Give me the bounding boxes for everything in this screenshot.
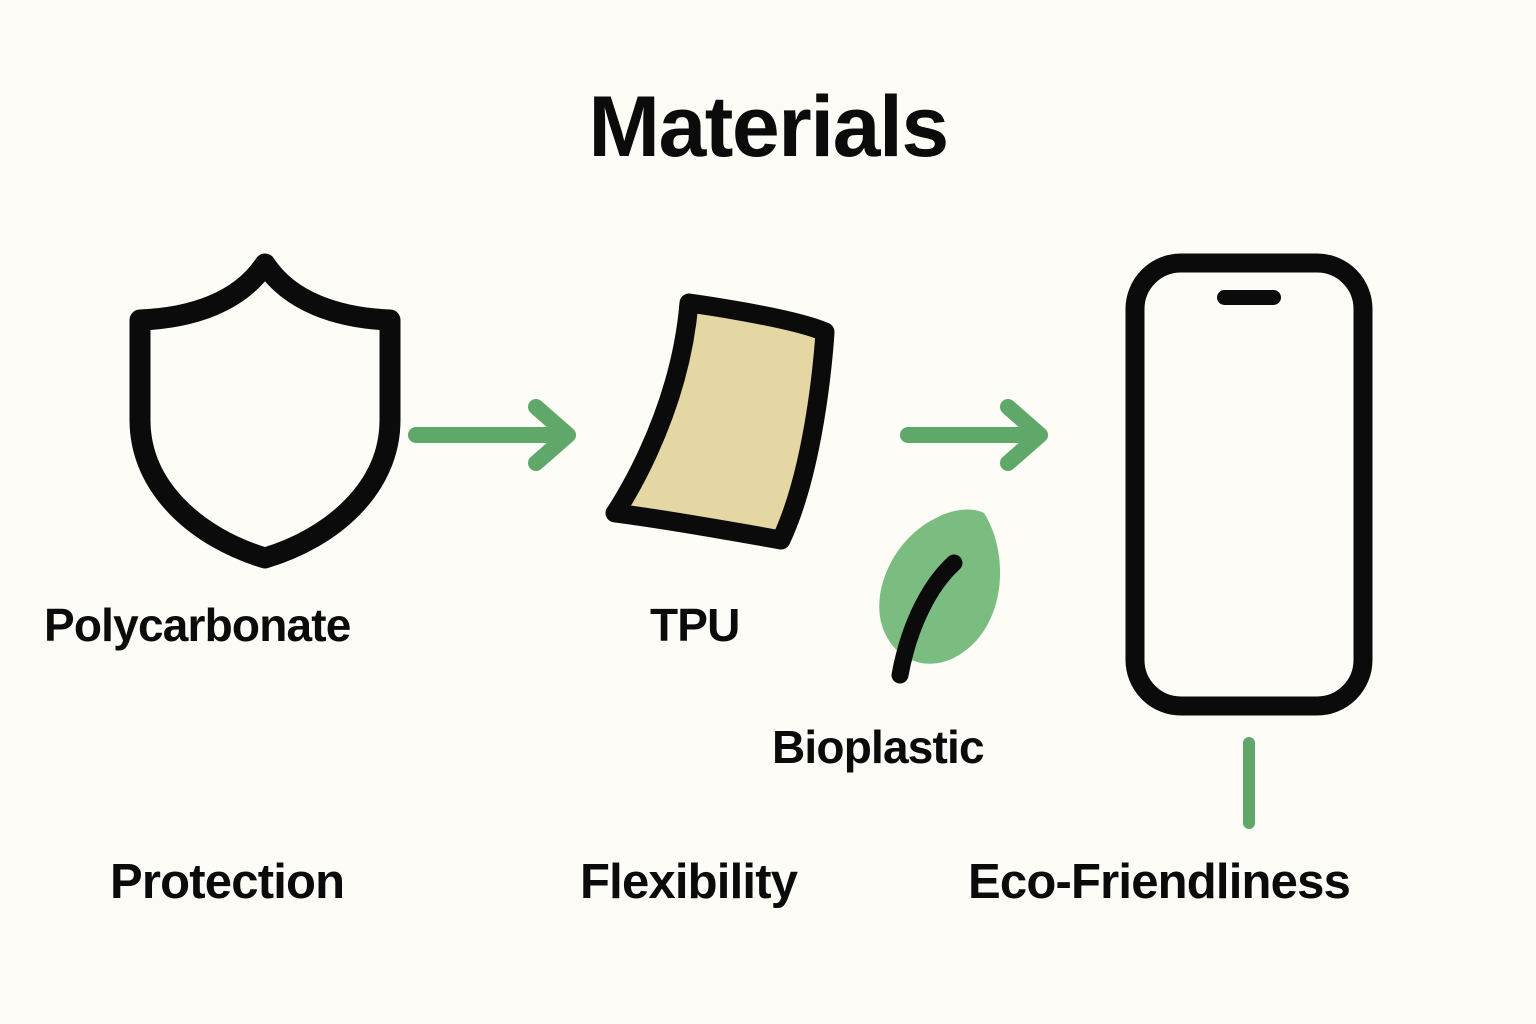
vertical-line-icon xyxy=(1243,737,1255,829)
arrow-right-icon xyxy=(900,398,1055,472)
shield-icon xyxy=(120,250,410,570)
node-label-bioplastic: Bioplastic xyxy=(772,721,985,773)
node-label-tpu: TPU xyxy=(650,599,740,651)
page-title: Materials xyxy=(588,79,949,175)
benefit-label-eco-friendliness: Eco-Friendliness xyxy=(968,855,1351,909)
benefit-label-flexibility: Flexibility xyxy=(580,855,798,909)
benefit-label-protection: Protection xyxy=(110,855,345,909)
phone-icon xyxy=(1124,252,1374,717)
leaf-icon xyxy=(872,505,1012,710)
arrow-right-icon xyxy=(408,398,583,472)
node-label-polycarbonate: Polycarbonate xyxy=(44,599,351,651)
flexible-sheet-icon xyxy=(585,285,855,560)
